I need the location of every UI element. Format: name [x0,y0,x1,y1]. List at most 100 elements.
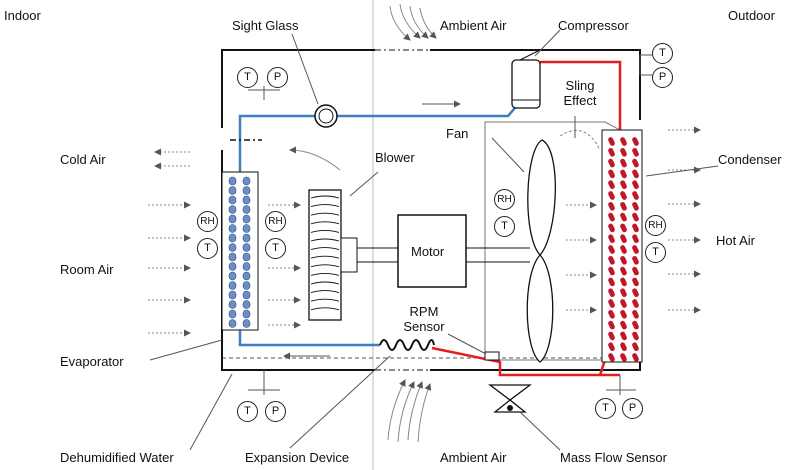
evaporator-fin [242,271,251,281]
evaporator-fin [228,176,237,186]
condenser-fin [608,288,615,298]
condenser-fin [632,309,639,319]
condenser-fin [632,234,639,244]
room-air-arrows [148,201,191,337]
blower-blade [310,247,340,251]
condenser-fin [620,353,627,362]
condenser-fin [608,353,615,362]
condenser-fin [608,169,615,179]
condenser-fin [620,137,627,146]
condenser-fin [620,223,627,233]
blower-hub [340,237,358,273]
condenser-fin [620,234,627,244]
condenser-fin [620,147,627,157]
indoor-label: Indoor [4,8,41,23]
evaporator-coil [221,171,259,331]
blower-blade [310,298,340,302]
hot-air-arrows [668,126,701,314]
condenser-fin [620,245,627,254]
motor-label: Motor [411,244,445,259]
condenser-fin [620,266,627,276]
evaporator-fins [228,176,251,328]
blower-blade [310,307,340,311]
room-air-label: Room Air [60,262,114,277]
ambient-air-top-arrows [389,3,437,41]
condenser-fin [632,331,639,341]
humidity-sensor-condenser-outlet: RH [645,215,666,236]
blower-blades [310,195,340,311]
condenser-fin [608,137,615,146]
evaporator-fin [228,309,237,319]
evaporator-fin [242,281,251,290]
condenser-fin [620,158,627,168]
evaporator-fin [242,176,251,186]
temperature-sensor-outdoor-top: T [652,43,673,64]
condenser-fin [608,234,615,244]
evaporator-fin [228,319,237,328]
condenser-fin [632,147,639,157]
ambient-air-bottom-label: Ambient Air [440,450,507,465]
evaporator-fin [228,300,237,309]
blower-blade [310,204,340,208]
condenser-fin [632,212,639,222]
evaporator-fin [228,214,237,224]
evaporator-fin [228,195,237,205]
hot-refrigerant-line [540,60,622,130]
expansion-coil [379,339,435,351]
condenser-fin [608,266,615,276]
condenser-fin [608,223,615,233]
condenser-fin [608,309,615,319]
pressure-sensor-indoor-bottom: P [265,401,286,422]
compressor-label: Compressor [558,18,629,33]
condenser-fin [632,137,639,146]
condenser-fin [632,245,639,254]
temperature-sensor-evaporator-outlet: T [265,238,286,259]
blower-blade [310,195,340,199]
evaporator-fin [228,271,237,281]
blower-label: Blower [375,150,415,165]
evaporator-fin [242,309,251,319]
sling-effect-line2: Effect [563,93,597,108]
condenser-fin [608,277,615,287]
blower-blade [310,272,340,276]
evaporator-fin [242,243,251,252]
condenser-fins [608,137,639,362]
condenser-fin [608,331,615,341]
mass-flow-sensor-label: Mass Flow Sensor [560,450,667,465]
condenser-fin [632,223,639,233]
compressor-symbol [511,59,541,109]
condenser-fin [620,342,627,352]
evaporator-fin [242,195,251,205]
blower-blade [310,290,340,294]
blower-blade [310,281,340,285]
evaporator-fin [242,319,251,328]
evaporator-fin [228,233,237,243]
evaporator-fin [242,262,251,271]
fan-blade-lower [526,254,554,363]
ambient-air-bottom-arrows [387,379,432,443]
condenser-fin [632,288,639,298]
evaporator-fin [228,262,237,271]
condenser-fin [632,169,639,179]
cold-air-label: Cold Air [60,152,106,167]
temperature-sensor-outdoor-bottom: T [595,398,616,419]
blower-blade [310,238,340,242]
evaporator-fin [242,300,251,309]
condenser-fin [632,201,639,211]
evaporator-fin [228,290,237,300]
fan-blade-upper [527,139,556,256]
evaporator-fin [242,224,251,233]
sling-effect-line1: Sling [565,78,595,93]
temperature-sensor-condenser-outlet: T [645,242,666,263]
sight-glass-label: Sight Glass [232,18,299,33]
condenser-fin [620,180,627,190]
evaporator-fin [228,243,237,252]
temperature-sensor-condenser-inlet: T [494,216,515,237]
condenser-fin [632,255,639,265]
temperature-sensor-evaporator-inlet: T [197,238,218,259]
evaporator-fin [228,186,237,195]
expansion-device-label: Expansion Device [245,450,350,465]
condenser-fin [620,320,627,330]
evaporator-fin [228,205,237,214]
